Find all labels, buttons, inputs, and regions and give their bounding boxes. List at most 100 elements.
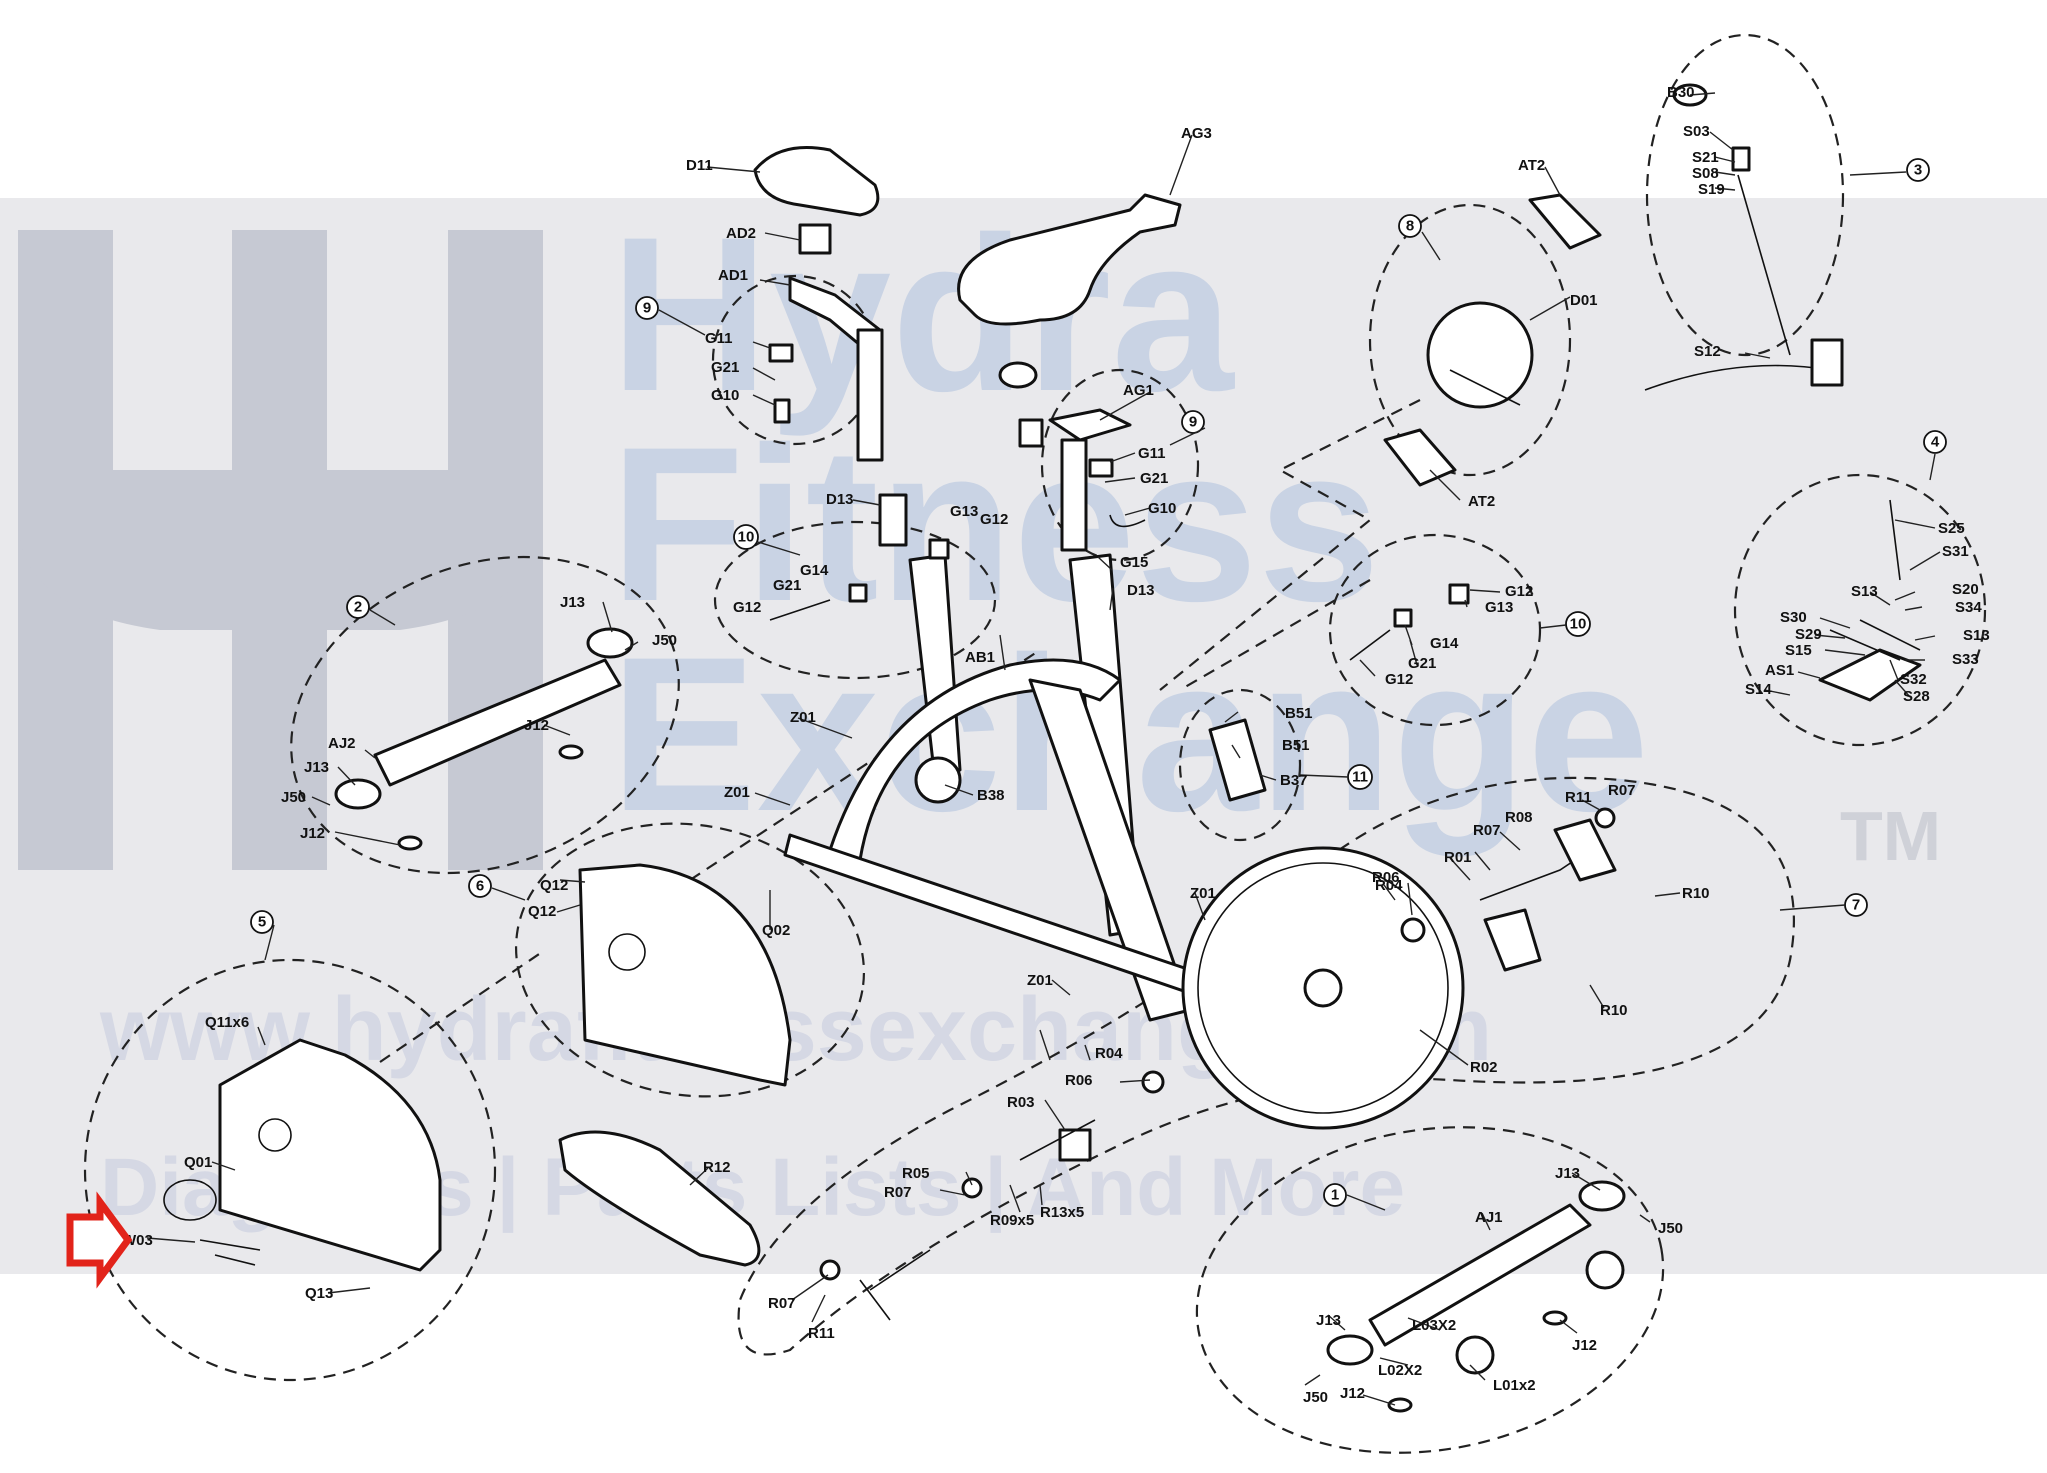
- callout-4: 4: [1923, 430, 1947, 454]
- label-ag3: AG3: [1181, 125, 1212, 142]
- callout-5: 5: [250, 910, 274, 934]
- label-g13-left: G13: [950, 503, 978, 520]
- group-10-left-outline: [713, 520, 997, 680]
- label-j13-aj2-bottom: J13: [304, 759, 329, 776]
- belt-r12: [558, 1130, 761, 1267]
- nut-r04-crank: [1141, 1070, 1165, 1094]
- frame-pivot-b38: [914, 756, 962, 804]
- label-s13-top: S13: [1851, 583, 1878, 600]
- label-s33: S33: [1952, 651, 1979, 668]
- end-cap-j13-bottom: [334, 778, 382, 810]
- svg-text:9: 9: [643, 300, 651, 317]
- group-1-outline: [1195, 1126, 1665, 1454]
- label-s25: S25: [1938, 520, 1965, 537]
- label-q01: Q01: [184, 1154, 212, 1171]
- label-r07-lower: R07: [768, 1295, 796, 1312]
- label-g11-bar: G11: [1138, 445, 1166, 462]
- flywheel-hub: [1303, 968, 1343, 1008]
- label-j12-aj1-rear: J12: [1572, 1337, 1597, 1354]
- label-as1: AS1: [1765, 662, 1794, 679]
- callout-1: 1: [1323, 1183, 1347, 1207]
- callouts: 1 2 3 4 5 6 7 8 9 9 10 10 11: [250, 158, 1947, 1211]
- label-j12-aj2-top: J12: [524, 717, 549, 734]
- label-s32: S32: [1900, 671, 1927, 688]
- handlebar-ag3: [957, 193, 1182, 326]
- label-g14-left: G14: [800, 562, 829, 579]
- seat-post-ad1: [856, 328, 884, 462]
- label-j50-aj2-top: J50: [652, 632, 677, 649]
- label-g21-right: G21: [1408, 655, 1436, 672]
- callout-9-bar: 9: [1181, 410, 1205, 434]
- brake-pad-as1: [1818, 648, 1922, 702]
- callout-8: 8: [1398, 214, 1422, 238]
- crank-r03: [1058, 1128, 1092, 1162]
- label-s08: S08: [1692, 165, 1719, 182]
- label-b51-top: B51: [1285, 705, 1313, 722]
- chain-guard-q01: [218, 1038, 442, 1272]
- label-w03: W03: [122, 1232, 153, 1249]
- label-j13-aj1-front: J13: [1316, 1312, 1341, 1329]
- label-r07-axle-top: R07: [1608, 782, 1636, 799]
- group-9-bar-outline: [1040, 368, 1200, 562]
- svg-text:6: 6: [476, 878, 484, 895]
- label-ab1: AB1: [965, 649, 995, 666]
- label-q12-upper: Q12: [540, 877, 568, 894]
- label-ag1: AG1: [1123, 382, 1154, 399]
- label-d01: D01: [1570, 292, 1598, 309]
- label-g13-right: G13: [1485, 599, 1513, 616]
- label-z01-right: Z01: [1190, 885, 1216, 902]
- knob-sleeve: [1018, 418, 1044, 448]
- part-labels: D11 AD2 AD1 AG3 AG1 G11 G21 G10 G11 G21 …: [122, 84, 1990, 1406]
- label-aj1: AJ1: [1475, 1209, 1503, 1226]
- label-j50-aj1-rear: J50: [1658, 1220, 1683, 1237]
- foot-j12-bottom: [397, 835, 423, 851]
- label-g12-left: G12: [733, 599, 761, 616]
- label-g10-bar: G10: [1148, 500, 1176, 517]
- watermark-logo: [18, 230, 543, 870]
- label-b38: B38: [977, 787, 1005, 804]
- group-11-outline: [1178, 688, 1302, 842]
- label-g21-left: G21: [773, 577, 801, 594]
- label-r07-crank: R07: [884, 1184, 912, 1201]
- label-r13: R13x5: [1040, 1204, 1084, 1221]
- nut-r07-axle: [1594, 807, 1616, 829]
- label-r06-crank: R06: [1065, 1072, 1093, 1089]
- label-s13-right: S13: [1963, 627, 1990, 644]
- lever-g11-seat: [768, 343, 794, 363]
- label-s14: S14: [1745, 681, 1772, 698]
- label-s21: S21: [1692, 149, 1719, 166]
- label-s15: S15: [1785, 642, 1812, 659]
- label-r07-axle: R07: [1473, 822, 1501, 839]
- svg-text:1: 1: [1331, 1187, 1339, 1204]
- label-r01: R01: [1444, 849, 1472, 866]
- label-j12-aj1-front: J12: [1340, 1385, 1365, 1402]
- seat-d11: [753, 146, 880, 217]
- label-r09: R09x5: [990, 1212, 1034, 1229]
- label-j13-aj1-rear: J13: [1555, 1165, 1580, 1182]
- label-ad1: AD1: [718, 267, 748, 284]
- label-s19: S19: [1698, 181, 1725, 198]
- label-g21-seat: G21: [711, 359, 739, 376]
- label-g11-seat: G11: [705, 330, 733, 347]
- label-q12-lower: Q12: [528, 903, 556, 920]
- label-g12-right: G12: [1385, 671, 1413, 688]
- svg-text:2: 2: [354, 599, 362, 616]
- leader-lines: [146, 92, 1941, 1406]
- tension-sleeve-s03: [1731, 146, 1751, 172]
- label-z01-upper: Z01: [790, 709, 816, 726]
- callout-3: 3: [1906, 158, 1930, 182]
- end-cap-j13-rear: [1578, 1180, 1626, 1212]
- red-pointer-arrow-icon: [66, 1191, 133, 1289]
- label-at2-bottom: AT2: [1468, 493, 1495, 510]
- magnet-bracket-at2-top: [1528, 193, 1602, 250]
- wheel-l01-right: [1585, 1250, 1625, 1290]
- svg-text:10: 10: [738, 529, 755, 546]
- lever-g11-bar: [1088, 458, 1114, 478]
- callout-7: 7: [1844, 893, 1868, 917]
- lever-g14-right: [1393, 608, 1413, 628]
- bracket-b37: [1208, 718, 1267, 802]
- label-s29: S29: [1795, 626, 1822, 643]
- resistance-disc-d01: [1426, 301, 1534, 409]
- connector-8-frame: [1159, 399, 1421, 691]
